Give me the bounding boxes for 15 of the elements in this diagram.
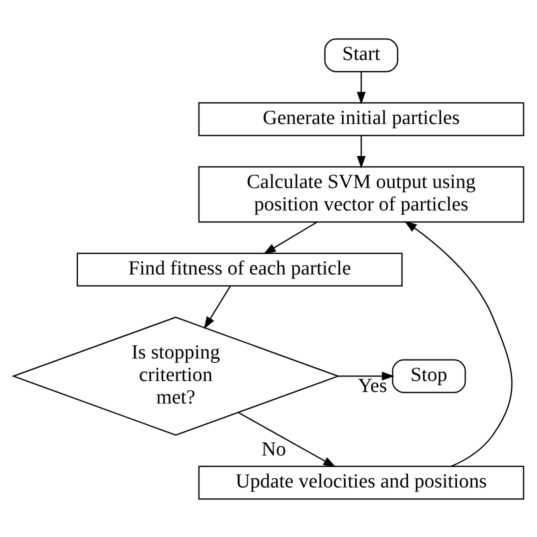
node-box: Find fitness of each particle [76, 252, 403, 286]
edge-label: No [262, 438, 286, 460]
arrow [338, 371, 394, 380]
node-box: Stop [392, 358, 466, 393]
arrow [404, 220, 512, 466]
node-box: Start [324, 38, 398, 72]
arrow [204, 285, 231, 329]
edge-label: Yes [358, 374, 388, 397]
arrow [356, 135, 366, 168]
node-box: Generate initial particles [198, 102, 524, 136]
node-box: Calculate SVM output using position vector of particles [198, 166, 524, 222]
node-box: Update velocities and positions [198, 465, 524, 500]
arrow [263, 221, 318, 254]
arrow [356, 71, 366, 104]
arrow [238, 412, 336, 467]
